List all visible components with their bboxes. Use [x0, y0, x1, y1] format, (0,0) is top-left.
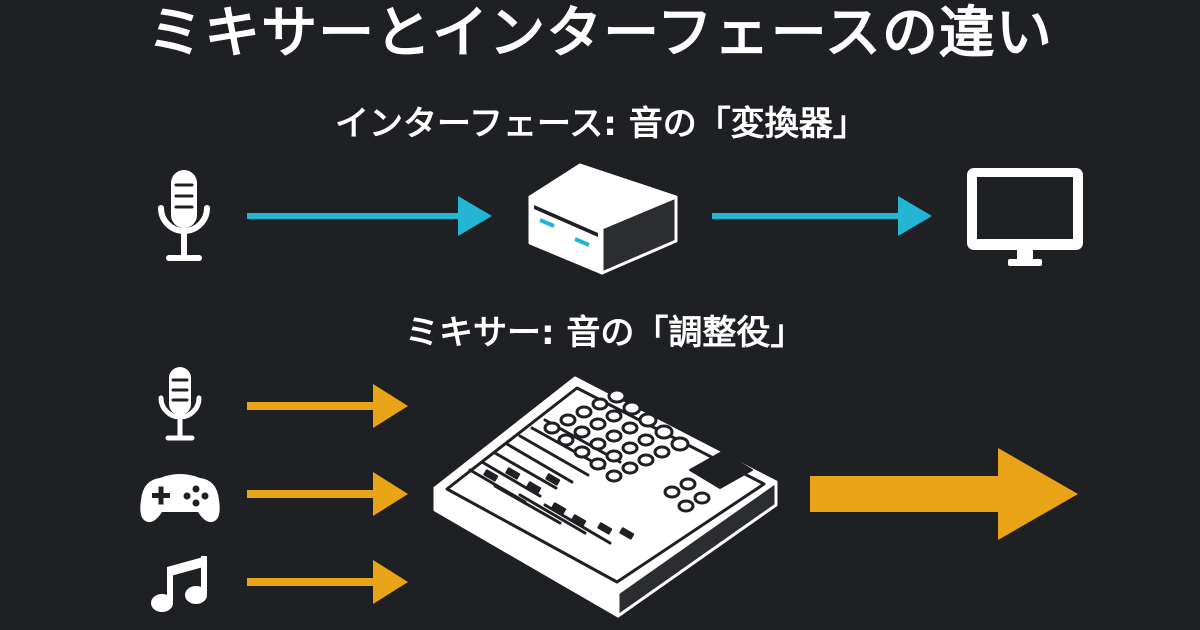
mixer-section-label: ミキサー: 音の「調整役」	[405, 313, 805, 353]
mixer-input-arrow-2	[247, 472, 408, 516]
mixer-microphone-icon	[158, 367, 202, 441]
audio-interface-icon	[528, 163, 678, 275]
mixer-output-arrow	[810, 448, 1078, 540]
mixer-input-arrow-1	[247, 384, 408, 428]
page-title: ミキサーとインターフェースの違い	[147, 1, 1053, 66]
interface-arrow-1	[247, 196, 492, 236]
audio-mixer-icon	[433, 376, 778, 618]
mixer-input-arrow-3	[247, 560, 408, 604]
game-controller-icon	[140, 474, 220, 523]
computer-monitor-icon	[967, 168, 1083, 266]
interface-microphone-icon	[158, 170, 210, 261]
interface-arrow-2	[712, 196, 932, 236]
interface-section-label: インターフェース: 音の「変換器」	[335, 104, 867, 144]
music-note-icon	[151, 556, 207, 612]
